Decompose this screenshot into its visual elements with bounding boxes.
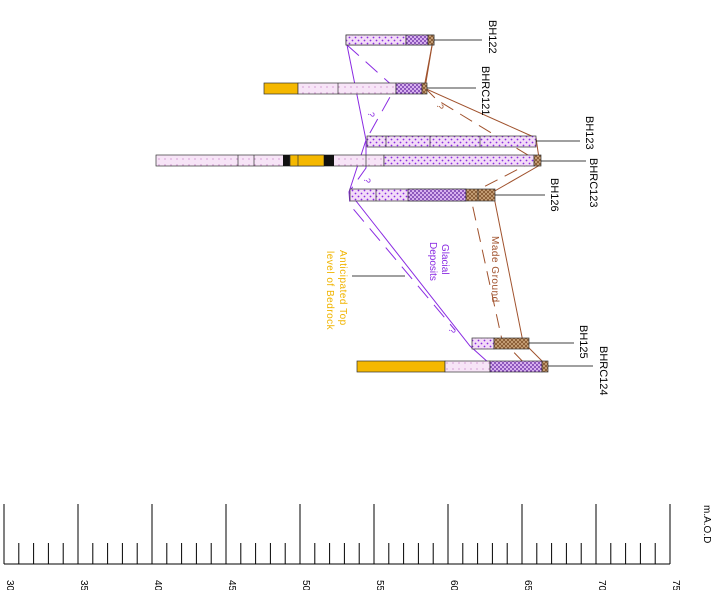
borehole-label-bh125: BH125: [577, 325, 589, 359]
uncertain-marker-1: ?: [435, 104, 445, 109]
borehole-log-bh123: [366, 135, 580, 148]
borehole-label-bh122: BH122: [486, 20, 498, 54]
bedrock-label: Anticipated Top: [337, 250, 348, 326]
borehole-log-bh125: [471, 337, 574, 350]
uncertain-marker-4: ?: [447, 328, 457, 333]
glacial-label-line1: Glacial: [439, 244, 450, 275]
borehole-log-bh122: [345, 34, 482, 46]
borehole-label-bh123: BH123: [583, 116, 595, 150]
scale-tick-label: 65: [522, 580, 533, 590]
scale-unit-label: m.A.O.D: [701, 505, 712, 543]
borehole-log-bhrc121: [263, 82, 476, 95]
borehole-log-bhrc123: [155, 154, 586, 167]
scale-tick-label: 30: [4, 580, 15, 590]
made-ground-boundary-line-2: [424, 39, 434, 89]
uncertain-marker-2: ?: [366, 112, 376, 117]
scale-tick-label: 60: [448, 580, 459, 590]
made-ground-label: Made Ground: [489, 236, 500, 303]
scale-tick-label: 55: [374, 580, 385, 590]
borehole-label-bh126: BH126: [548, 178, 560, 212]
glacial-label-line2: Deposits: [427, 242, 438, 281]
scale-tick-label: 70: [596, 580, 607, 590]
borehole-label-bhrc121: BHRC121: [479, 66, 491, 116]
borehole-label-bhrc123: BHRC123: [587, 158, 599, 208]
borehole-log-bh126: [349, 188, 545, 202]
scale-tick-label: 45: [226, 580, 237, 590]
bedrock-label-line2: level of Bedrock: [324, 251, 335, 331]
borehole-label-bhrc124: BHRC124: [597, 346, 609, 396]
elevation-scale: 30 35 40 45 50 55 60 65 70 75: [3, 504, 681, 592]
scale-tick-label: 35: [78, 580, 89, 590]
uncertain-marker-3: ?: [362, 178, 372, 183]
scale-tick-label: 40: [152, 580, 163, 590]
scale-tick-label: 50: [300, 580, 311, 590]
borehole-log-bhrc124: [356, 360, 593, 373]
scale-tick-label: 75: [670, 580, 681, 590]
